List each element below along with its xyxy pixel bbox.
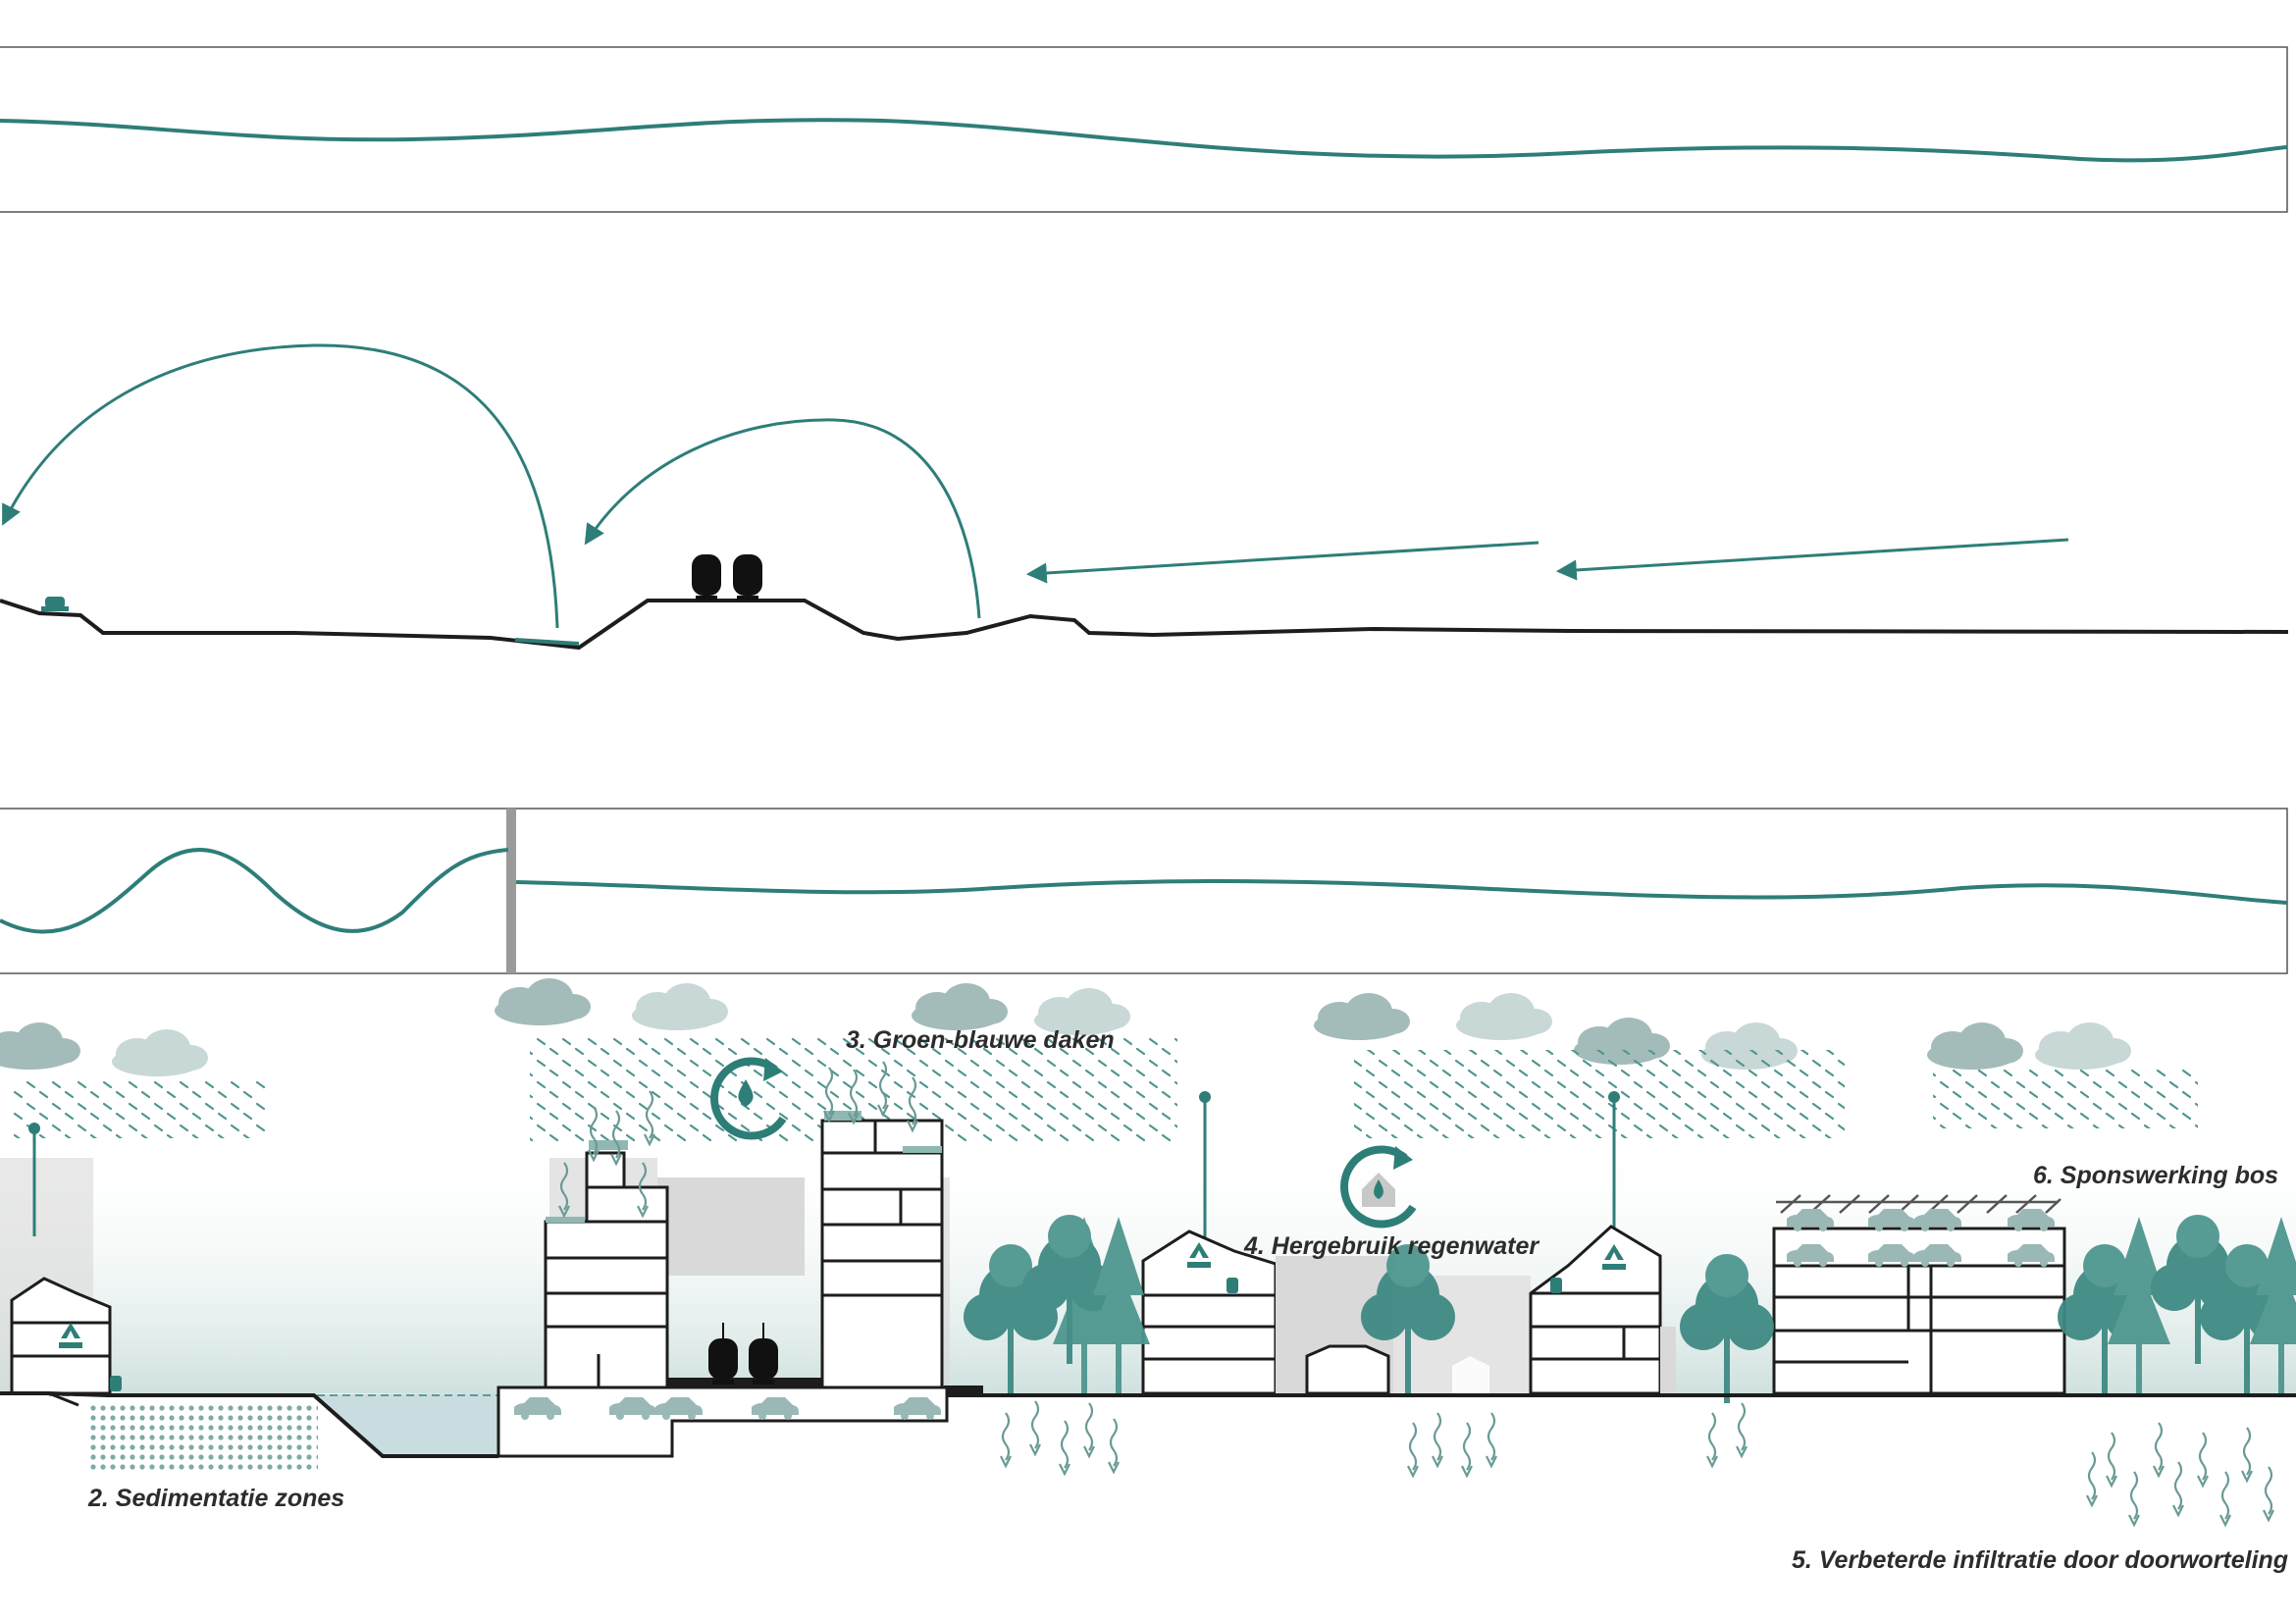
sediment-zone [86, 1403, 318, 1470]
wave-line-left [0, 848, 509, 934]
ground-line-city [0, 1391, 2296, 1458]
terrain-section [0, 343, 2289, 651]
water-drop-cycle-icon [710, 1057, 787, 1140]
label-sponswerking: 6. Sponswerking bos [2033, 1162, 2278, 1189]
label-sedimentatie: 2. Sedimentatie zones [87, 1485, 344, 1512]
ground-profile-terrain [0, 599, 2289, 651]
underground-parking [496, 1386, 949, 1458]
building-house-right [1529, 1091, 1676, 1395]
building-tower-left [544, 1140, 805, 1395]
house-drop-cycle-icon [1340, 1145, 1417, 1229]
wave-panel-divider [506, 809, 516, 973]
building-house-left [0, 1123, 122, 1395]
water-line-terrain [514, 638, 580, 646]
wave-line-right [515, 878, 2288, 905]
label-groen-blauwe-daken: 3. Groen-blauwe daken [846, 1026, 1115, 1054]
ground-line-slope [48, 1391, 79, 1407]
infiltration-arrow-icon [999, 1399, 2275, 1527]
city-section: 2. Sedimentatie zones 3. Groen-blauwe da… [0, 978, 2296, 1574]
car-icon [41, 597, 69, 611]
flow-arrow-2 [1555, 538, 2069, 581]
label-infiltratie: 5. Verbeterde infiltratie door doorworte… [1792, 1546, 2288, 1574]
label-hergebruik: 4. Hergebruik regenwater [1243, 1232, 1539, 1260]
wave-panel-middle [0, 808, 2288, 974]
flow-arrow-1 [1025, 541, 1539, 584]
wave-panel-top [0, 46, 2288, 213]
arc-arrow-left [2, 343, 559, 629]
rain-icon [10, 1035, 2198, 1143]
wave-line-top [0, 118, 2288, 163]
arc-arrow-middle [584, 418, 981, 619]
building-tower-right [820, 1111, 950, 1395]
tram-icon [692, 554, 721, 601]
water-basin [49, 1393, 500, 1456]
building-parking-deck [1772, 1194, 2066, 1395]
tram-icon [733, 554, 762, 601]
